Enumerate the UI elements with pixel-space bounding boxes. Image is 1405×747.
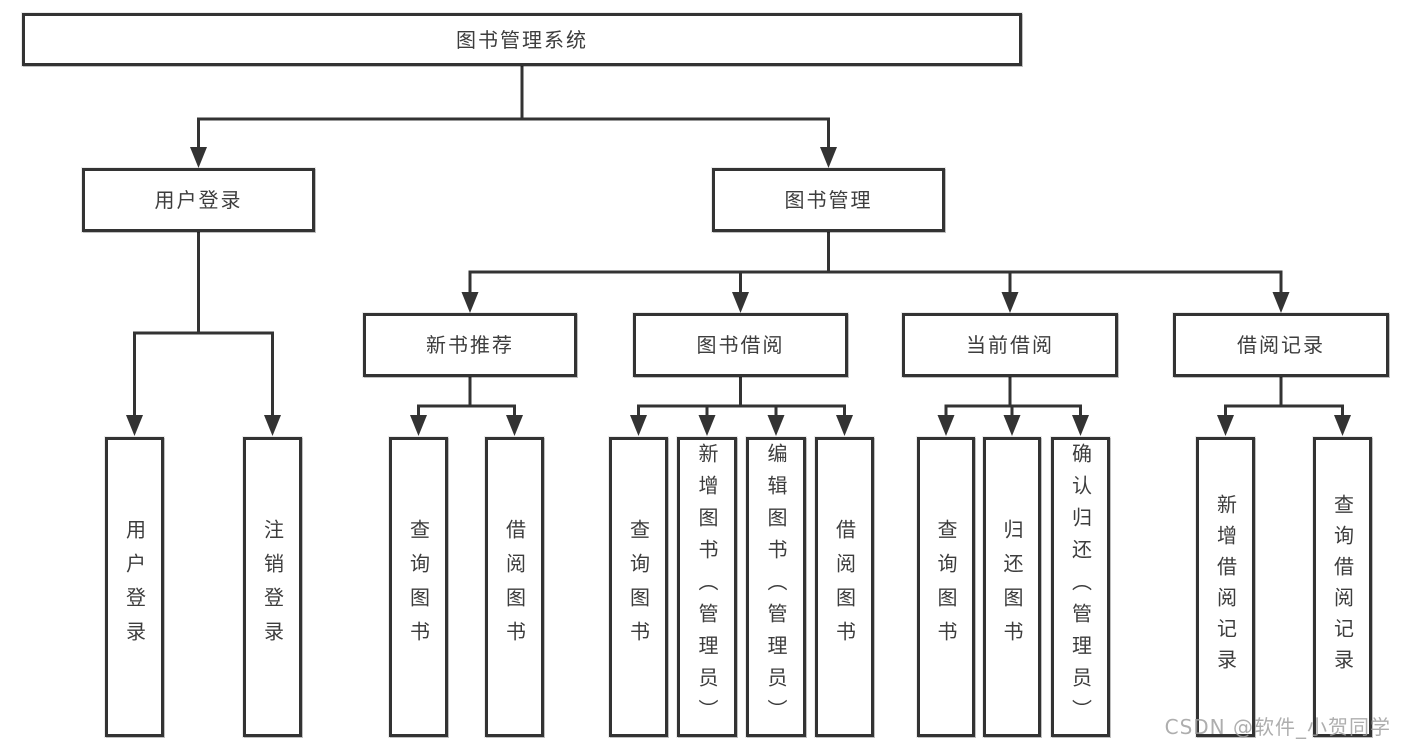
node-new-book-recommendation: 新书推荐 <box>363 313 577 377</box>
node-leaf-return-books: 归还图书 <box>983 437 1041 737</box>
arrowheads <box>126 147 1351 436</box>
node-leaf-borrow-books-recommend: 借阅图书 <box>485 437 544 737</box>
node-book-management: 图书管理 <box>712 168 945 232</box>
node-leaf-add-book-admin: 新增图书（管理员） <box>677 437 737 737</box>
node-leaf-logout: 注销登录 <box>243 437 302 737</box>
node-leaf-query-borrow-record: 查询借阅记录 <box>1313 437 1372 737</box>
node-leaf-add-borrow-record: 新增借阅记录 <box>1196 437 1255 737</box>
node-leaf-query-books-recommend: 查询图书 <box>389 437 448 737</box>
node-leaf-edit-book-admin: 编辑图书（管理员） <box>746 437 806 737</box>
node-leaf-user-login: 用户登录 <box>105 437 164 737</box>
node-leaf-borrow-books: 借阅图书 <box>815 437 874 737</box>
csdn-watermark: CSDN @软件_小贺同学 <box>1164 715 1391 739</box>
node-leaf-query-books-borrow: 查询图书 <box>609 437 668 737</box>
node-current-borrowing: 当前借阅 <box>902 313 1118 377</box>
node-library-management-system: 图书管理系统 <box>22 13 1022 66</box>
node-leaf-confirm-return-admin: 确认归还（管理员） <box>1051 437 1110 737</box>
node-leaf-query-books-current: 查询图书 <box>917 437 975 737</box>
node-book-borrowing: 图书借阅 <box>633 313 848 377</box>
node-borrowing-records: 借阅记录 <box>1173 313 1389 377</box>
node-user-login: 用户登录 <box>82 168 315 232</box>
